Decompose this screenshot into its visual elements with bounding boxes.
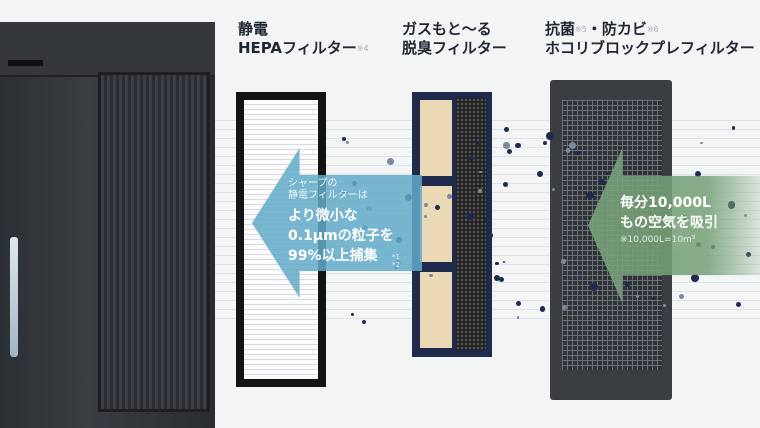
particle-dot — [466, 212, 475, 221]
particle-dot — [562, 305, 568, 310]
blue-note2: *2 — [392, 261, 400, 269]
particle-dot — [351, 312, 355, 316]
particle-dot — [387, 157, 395, 165]
particle-dot — [598, 178, 605, 185]
particle-dot — [565, 148, 571, 154]
particle-dot — [503, 142, 510, 150]
particle-dot — [435, 205, 441, 211]
prefilter-label-line2: ホコリブロックプレフィルター — [545, 39, 755, 57]
particle-dot — [539, 306, 546, 313]
blue-small2: 静電フィルターは — [288, 190, 368, 201]
particle-dot — [361, 319, 367, 325]
particle-dot — [568, 142, 577, 150]
blue-small1: シャープの — [288, 178, 338, 189]
particle-dot — [429, 273, 433, 278]
blue-callout-main: より微小な 0.1µmの粒子を 99%以上捕集 — [288, 206, 394, 266]
particle-dot — [561, 259, 566, 264]
particle-dot — [345, 141, 349, 145]
particle-dot — [731, 126, 736, 130]
blue-notes: *1 *2 — [392, 253, 400, 269]
air-purifier-unit — [0, 22, 215, 428]
particle-dot — [498, 276, 505, 283]
particle-dot — [516, 316, 520, 319]
particle-dot — [479, 171, 482, 174]
deodorize-label-line1: ガスもと～る — [402, 20, 492, 38]
particle-dot — [663, 304, 666, 307]
unit-top — [0, 22, 215, 77]
unit-vent — [8, 60, 43, 66]
particle-dot — [551, 187, 555, 192]
particle-dot — [625, 282, 631, 288]
particle-dot — [484, 218, 488, 221]
deodorize-label-line2: 脱臭フィルター — [402, 39, 507, 57]
particle-dot — [447, 194, 453, 200]
green-line1: 毎分10,000L — [620, 195, 711, 211]
particle-dot — [503, 261, 506, 264]
particle-dot — [700, 141, 703, 145]
hepa-label-line1: 静電 — [238, 20, 269, 38]
hepa-label: 静電 HEPAフィルター※4 — [238, 20, 369, 58]
particle-dot — [494, 275, 501, 282]
particle-dot — [536, 170, 544, 178]
particle-dot — [477, 140, 482, 146]
particle-dot — [478, 189, 482, 193]
particle-dot — [516, 301, 522, 307]
prefilter-note2: ※6 — [646, 25, 659, 34]
unit-filter-bay — [98, 72, 210, 412]
particle-dot — [575, 151, 580, 156]
particle-dot — [424, 215, 427, 218]
particle-dot — [468, 155, 475, 161]
particle-dot — [651, 296, 656, 301]
deodorizing-filter — [412, 92, 492, 357]
particle-dot — [546, 132, 554, 140]
blue-callout-small: シャープの 静電フィルターは — [288, 178, 368, 202]
prefilter-line1a: 抗菌 — [545, 20, 576, 38]
deodorize-label: ガスもと～る 脱臭フィルター — [402, 20, 507, 58]
prefilter-note1: ※5 — [575, 25, 587, 34]
blue-big3: 99%以上捕集 — [288, 248, 378, 264]
particle-dot — [515, 142, 521, 149]
particle-dot — [423, 203, 429, 208]
blue-big2: 0.1µmの粒子を — [288, 228, 394, 244]
particle-dot — [488, 232, 494, 238]
particle-dot — [457, 130, 461, 134]
green-line2: もの空気を吸引 — [620, 215, 718, 231]
particle-dot — [495, 262, 499, 266]
particle-dot — [635, 295, 639, 298]
particle-dot — [504, 126, 510, 132]
prefilter-line1b: ・防カビ — [586, 20, 647, 38]
particle-dot — [691, 274, 699, 283]
particle-dot — [542, 140, 548, 146]
hepa-label-line2: HEPAフィルター — [238, 39, 357, 57]
particle-dot — [736, 302, 741, 307]
green-note: ※10,000L=10m³ — [620, 235, 696, 245]
unit-indicator — [10, 237, 18, 357]
particle-dot — [678, 293, 685, 299]
green-callout: 毎分10,000L もの空気を吸引 ※10,000L=10m³ — [620, 193, 718, 247]
particle-dot — [606, 171, 610, 175]
blue-big1: より微小な — [288, 208, 358, 224]
particle-dot — [590, 283, 598, 291]
particle-dot — [341, 137, 346, 142]
hepa-note: ※4 — [356, 44, 369, 53]
blue-note1: *1 — [392, 253, 400, 261]
particle-dot — [502, 181, 509, 188]
particle-dot — [695, 170, 702, 177]
particle-dot — [585, 191, 594, 200]
particle-dot — [507, 149, 513, 155]
prefilter-label: 抗菌※5・防カビ※6 ホコリブロックプレフィルター — [545, 20, 755, 58]
